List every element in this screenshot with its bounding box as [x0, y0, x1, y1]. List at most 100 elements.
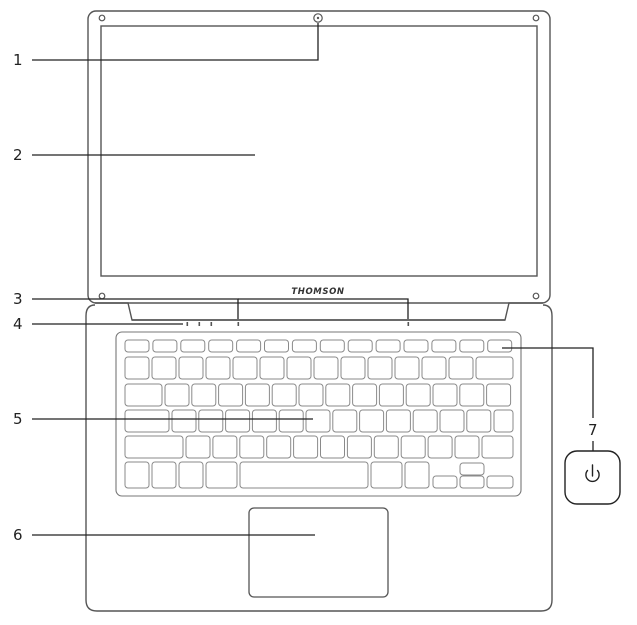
keyboard-key	[271, 383, 297, 407]
keyboard-key	[313, 356, 339, 380]
keyboard-key	[191, 383, 217, 407]
power-button-detail	[564, 450, 621, 505]
keyboard-key	[178, 461, 204, 489]
keyboard-key	[394, 356, 420, 380]
microphones	[237, 322, 410, 326]
keyboard-key	[171, 409, 197, 433]
indicator-led	[210, 322, 213, 326]
keyboard-key	[212, 435, 238, 459]
keyboard-key	[180, 339, 206, 353]
keyboard-key	[459, 339, 485, 353]
bumper-icon	[532, 292, 540, 300]
keyboard-key	[124, 339, 150, 353]
keyboard-key	[493, 409, 514, 433]
keyboard-key	[359, 409, 385, 433]
leader-lines	[32, 23, 594, 536]
keyboard-key	[400, 435, 426, 459]
keyboard-key	[278, 409, 304, 433]
keyboard-key	[448, 356, 474, 380]
callout-number-1: 1	[13, 51, 23, 69]
status-indicators	[186, 322, 213, 326]
keyboard-key	[320, 435, 345, 459]
keyboard-key	[421, 356, 447, 380]
callout-labels: 1 2 3 4 5 6 7	[13, 51, 598, 544]
keyboard-key	[291, 339, 317, 353]
keyboard-key	[264, 339, 289, 353]
bumper-icon	[98, 292, 106, 300]
keyboard-key	[405, 383, 431, 407]
keyboard-key	[459, 462, 485, 476]
callout-number-2: 2	[13, 146, 23, 164]
keyboard-key	[346, 435, 372, 459]
leader-line-3b	[238, 298, 409, 319]
keyboard-key	[340, 356, 366, 380]
keyboard-key	[208, 339, 234, 353]
keyboard-key	[244, 383, 270, 407]
webcam	[313, 13, 323, 23]
leader-line-3	[32, 298, 239, 319]
keyboard-key	[124, 409, 170, 433]
laptop-lid	[87, 10, 551, 321]
indicator-led	[186, 322, 189, 326]
keyboard-key	[375, 339, 401, 353]
indicator-led	[198, 322, 201, 326]
keyboard-key	[459, 475, 485, 489]
keyboard-key	[185, 435, 211, 459]
keyboard-key	[347, 339, 373, 353]
callout-number-6: 6	[13, 526, 23, 544]
leader-line-7	[502, 347, 594, 418]
keyboard-key	[487, 339, 513, 353]
lid-outer-frame	[87, 10, 551, 304]
webcam-icon	[313, 13, 323, 23]
callout-number-3: 3	[13, 290, 23, 308]
keyboard-key	[475, 356, 514, 380]
power-button[interactable]	[564, 450, 621, 505]
keyboard-key	[151, 356, 177, 380]
keyboard-key	[385, 409, 411, 433]
keyboard-key	[293, 435, 319, 459]
keyboard	[124, 339, 514, 489]
keyboard-key	[205, 356, 231, 380]
keyboard-key	[378, 383, 404, 407]
keyboard-key	[305, 409, 331, 433]
keyboard-key	[124, 461, 150, 489]
keyboard-key	[432, 475, 458, 489]
keyboard-key	[319, 339, 345, 353]
keyboard-key	[481, 435, 514, 459]
callout-number-4: 4	[13, 315, 23, 333]
keyboard-key	[486, 383, 512, 407]
callout-number-7: 7	[588, 421, 598, 439]
keyboard-key	[178, 356, 204, 380]
brand-logo: THOMSON	[291, 287, 344, 297]
keyboard-key	[218, 383, 244, 407]
keyboard-key	[266, 435, 292, 459]
keyboard-key	[164, 383, 190, 407]
keyboard-key	[325, 383, 351, 407]
keyboard-deck	[115, 331, 522, 497]
keyboard-key	[151, 461, 177, 489]
keyboard-key	[236, 339, 262, 353]
keyboard-key	[225, 409, 251, 433]
keyboard-key	[124, 356, 150, 380]
keyboard-key	[298, 383, 324, 407]
keyboard-key	[403, 339, 429, 353]
keyboard-key	[152, 339, 178, 353]
laptop-base	[85, 304, 553, 612]
keyboard-key	[373, 435, 399, 459]
touchpad[interactable]	[248, 507, 389, 598]
keyboard-key	[486, 475, 514, 489]
callout-number-5: 5	[13, 410, 23, 428]
leader-line-1	[32, 23, 319, 61]
keyboard-key	[198, 409, 224, 433]
keyboard-key	[412, 409, 438, 433]
keyboard-key	[352, 383, 378, 407]
lid-bumpers	[98, 14, 540, 300]
keyboard-key	[466, 409, 492, 433]
lid-hinge-band	[95, 302, 543, 321]
keyboard-key	[286, 356, 312, 380]
keyboard-key	[332, 409, 358, 433]
keyboard-key	[251, 409, 277, 433]
microphone-right	[407, 322, 410, 326]
keyboard-key	[432, 383, 458, 407]
